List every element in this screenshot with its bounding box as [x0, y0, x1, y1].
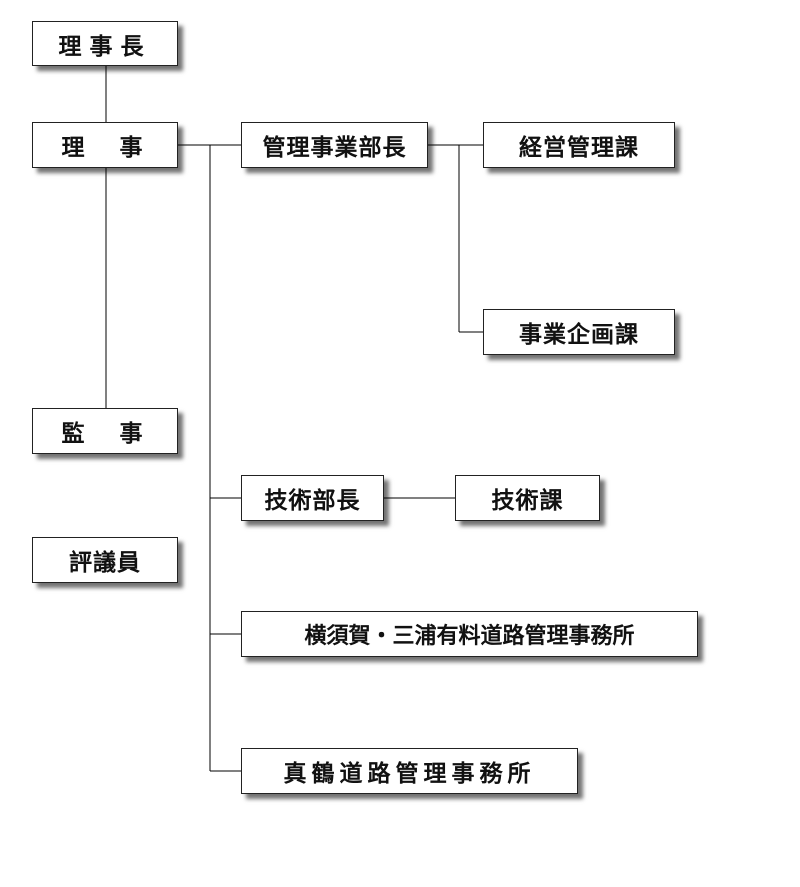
label-tech-dept-head: 技術部長	[264, 487, 361, 514]
label-chairman: 理事長	[58, 32, 152, 60]
label-tech-section: 技術課	[491, 487, 564, 514]
label-councilors: 評議員	[69, 549, 141, 576]
label-director: 理 事	[61, 134, 149, 161]
box-chairman: 理事長	[32, 21, 178, 66]
box-tech-section: 技術課	[455, 475, 600, 521]
label-auditor: 監 事	[61, 420, 149, 447]
label-yokosuka-office: 横須賀・三浦有料道路管理事務所	[304, 623, 635, 649]
box-planning-section: 事業企画課	[483, 309, 675, 355]
box-auditor: 監 事	[32, 408, 178, 454]
label-admin-dept-head: 管理事業部長	[262, 134, 407, 161]
box-manazuru-office: 真鶴道路管理事務所	[241, 748, 578, 794]
label-planning-section: 事業企画課	[519, 321, 639, 348]
label-management-section: 経営管理課	[519, 134, 639, 161]
box-director: 理 事	[32, 122, 178, 168]
box-management-section: 経営管理課	[483, 122, 675, 168]
label-manazuru-office: 真鶴道路管理事務所	[283, 760, 536, 787]
box-councilors: 評議員	[32, 537, 178, 583]
box-tech-dept-head: 技術部長	[241, 475, 384, 521]
box-yokosuka-office: 横須賀・三浦有料道路管理事務所	[241, 611, 698, 657]
box-admin-dept-head: 管理事業部長	[241, 122, 428, 168]
